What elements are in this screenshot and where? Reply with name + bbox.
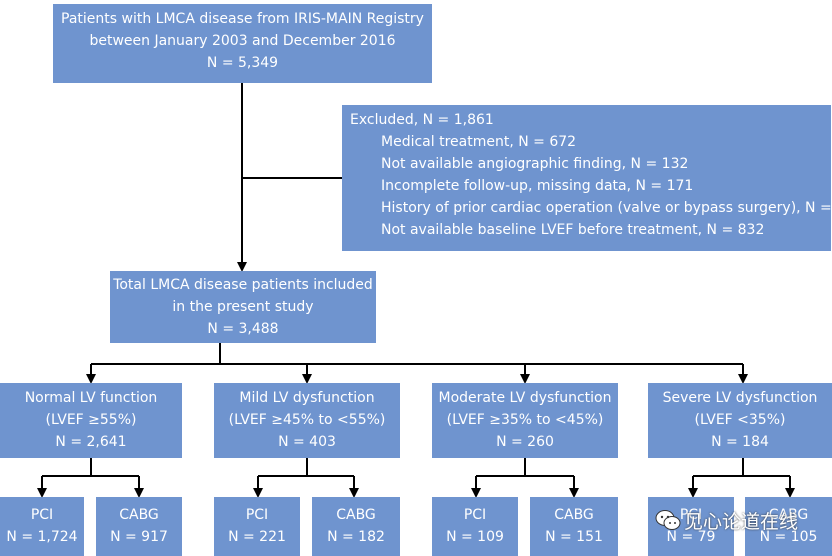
treatment-label: CABG — [119, 507, 159, 523]
mild-pci-box: PCI N = 221 — [214, 497, 300, 556]
group-title: Mild LV dysfunction — [239, 390, 375, 406]
treatment-count: N = 221 — [228, 529, 286, 545]
severe-cabg-box: CABG N = 105 — [745, 497, 832, 556]
watermark-text: 见心论道在线 — [684, 510, 799, 533]
group-criterion: (LVEF ≥35% to <45%) — [446, 412, 604, 428]
group-count: N = 2,641 — [55, 434, 127, 450]
treatment-label: CABG — [554, 507, 594, 523]
included-line-1: Total LMCA disease patients included — [113, 277, 373, 293]
group-criterion: (LVEF ≥55%) — [45, 412, 137, 428]
included-line-2: in the present study — [172, 299, 314, 315]
excluded-box: Excluded, N = 1,861 Medical treatment, N… — [342, 105, 832, 251]
treatment-count: N = 151 — [545, 529, 603, 545]
moderate-cabg-box: CABG N = 151 — [530, 497, 618, 556]
source-line-1: Patients with LMCA disease from IRIS-MAI… — [61, 11, 424, 27]
treatment-count: N = 182 — [327, 529, 385, 545]
treatment-count: N = 1,724 — [6, 529, 78, 545]
treatment-count: N = 109 — [446, 529, 504, 545]
watermark: 见心论道在线 — [655, 506, 798, 534]
group-criterion: (LVEF ≥45% to <55%) — [228, 412, 386, 428]
group-count: N = 260 — [496, 434, 554, 450]
excluded-item-lvef: Not available baseline LVEF before treat… — [381, 222, 765, 238]
group-count: N = 184 — [711, 434, 769, 450]
group-title: Moderate LV dysfunction — [438, 390, 612, 406]
included-count: N = 3,488 — [207, 321, 279, 337]
excluded-item-prior-operation: History of prior cardiac operation (valv… — [381, 200, 832, 216]
moderate-pci-box: PCI N = 109 — [432, 497, 518, 556]
treatment-count: N = 79 — [666, 529, 716, 545]
excluded-item-medical: Medical treatment, N = 672 — [381, 134, 577, 150]
treatment-label: PCI — [30, 507, 54, 523]
source-population-box: Patients with LMCA disease from IRIS-MAI… — [53, 4, 432, 83]
wechat-icon — [655, 510, 681, 530]
group-box-mild: Mild LV dysfunction (LVEF ≥45% to <55%) … — [214, 383, 400, 458]
treatment-label: CABG — [336, 507, 376, 523]
group-box-severe: Severe LV dysfunction (LVEF <35%) N = 18… — [648, 383, 832, 458]
group-criterion: (LVEF <35%) — [694, 412, 786, 428]
treatment-count: N = 917 — [110, 529, 168, 545]
normal-cabg-box: CABG N = 917 — [96, 497, 182, 556]
excluded-item-angiographic: Not available angiographic finding, N = … — [381, 156, 689, 172]
group-title: Severe LV dysfunction — [662, 390, 818, 406]
treatment-label: PCI — [463, 507, 487, 523]
group-count: N = 403 — [278, 434, 336, 450]
group-box-normal: Normal LV function (LVEF ≥55%) N = 2,641 — [0, 383, 182, 458]
severe-pci-box: PCI N = 79 — [648, 497, 734, 556]
source-line-2: between January 2003 and December 2016 — [89, 33, 396, 49]
group-title: Normal LV function — [24, 390, 158, 406]
mild-cabg-box: CABG N = 182 — [312, 497, 400, 556]
treatment-label: PCI — [679, 507, 703, 523]
excluded-item-followup: Incomplete follow-up, missing data, N = … — [381, 178, 694, 194]
included-population-box: Total LMCA disease patients included in … — [110, 271, 376, 343]
normal-pci-box: PCI N = 1,724 — [0, 497, 84, 556]
treatment-label: CABG — [768, 507, 809, 523]
source-count: N = 5,349 — [206, 55, 279, 71]
group-box-moderate: Moderate LV dysfunction (LVEF ≥35% to <4… — [432, 383, 618, 458]
treatment-label: PCI — [245, 507, 269, 523]
treatment-count: N = 105 — [759, 529, 818, 545]
excluded-title: Excluded, N = 1,861 — [350, 112, 494, 128]
